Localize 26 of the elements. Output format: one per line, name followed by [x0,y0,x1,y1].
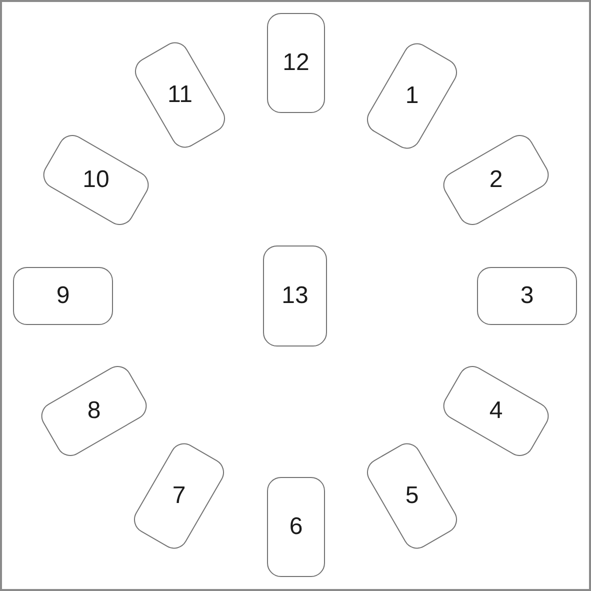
position-number: 1 [405,84,419,108]
card-slot [367,43,457,149]
card-slot [267,477,325,577]
position-number: 8 [87,399,101,423]
position-number: 9 [56,284,70,308]
card-slot [367,443,457,549]
position-number: 6 [289,515,303,539]
card-slot [477,267,577,325]
card-slot [43,135,149,225]
position-number: 11 [168,83,192,107]
position-number: 10 [82,168,110,192]
card-slot [267,13,325,113]
card-slot [443,135,549,225]
card-slot [13,267,113,325]
position-number: 7 [172,484,186,508]
position-number: 12 [282,51,310,75]
card-slot [263,245,327,347]
card-slot [134,443,224,549]
card-slot [135,42,225,148]
position-number: 4 [489,399,503,423]
position-number: 13 [282,284,308,308]
card-slot [443,366,549,456]
position-number: 2 [489,168,503,192]
position-number: 3 [520,284,534,308]
card-slot [41,366,147,456]
position-number: 5 [405,484,419,508]
